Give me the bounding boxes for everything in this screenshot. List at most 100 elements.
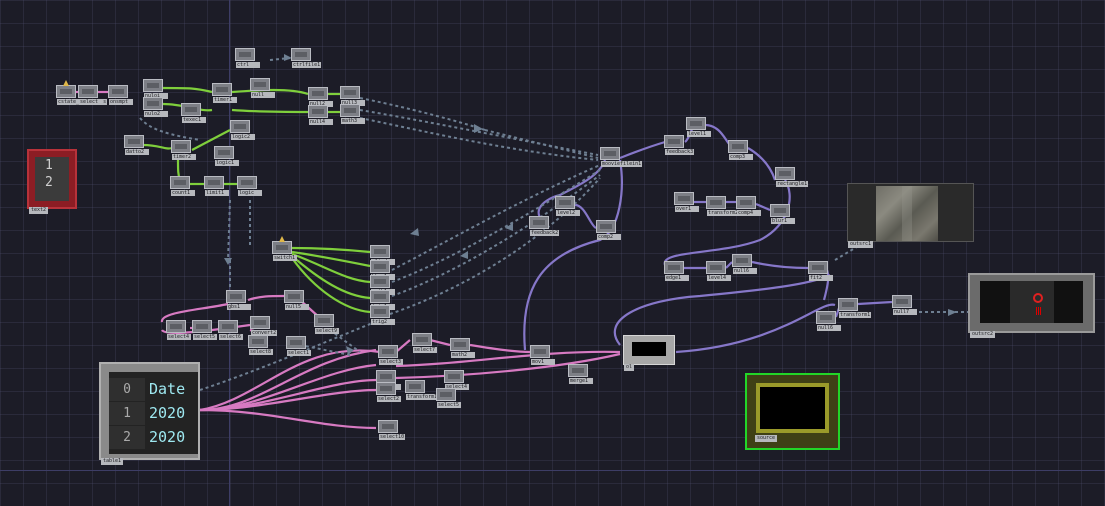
selected-source-node[interactable]: source bbox=[745, 373, 840, 450]
op-node[interactable]: null7 bbox=[892, 295, 917, 315]
op-label: blur1 bbox=[771, 218, 795, 224]
op-node[interactable]: null6 bbox=[732, 254, 757, 274]
op-node[interactable]: null3 bbox=[340, 86, 365, 106]
op-node[interactable]: level2 bbox=[555, 196, 580, 216]
op-node[interactable]: comp4 bbox=[736, 196, 761, 216]
op-node[interactable]: null bbox=[250, 78, 275, 98]
op-node[interactable]: clipd bbox=[370, 245, 395, 265]
op-node[interactable]: feedback3 bbox=[664, 135, 695, 155]
op-node[interactable]: count1 bbox=[170, 176, 195, 196]
op-node[interactable]: datto2 bbox=[124, 135, 149, 155]
op-node[interactable]: mov1 bbox=[530, 345, 555, 365]
op-node[interactable]: select8 bbox=[248, 335, 273, 355]
node-label: outsrc1 bbox=[848, 241, 874, 248]
op-node[interactable]: select3 bbox=[378, 345, 403, 365]
op-label: logic bbox=[238, 190, 262, 196]
node-label: source bbox=[755, 435, 778, 442]
op-node[interactable]: switch1 bbox=[272, 236, 297, 261]
op-node[interactable]: logic2 bbox=[230, 120, 255, 140]
op-label: feedback2 bbox=[530, 230, 560, 236]
op-node[interactable]: select4 bbox=[166, 320, 191, 340]
op-node[interactable]: comp3 bbox=[728, 140, 753, 160]
op-label: edge1 bbox=[665, 275, 689, 281]
op-node[interactable]: mooviefilein1 bbox=[600, 147, 643, 167]
op-node[interactable]: select6 bbox=[218, 320, 243, 340]
op-node[interactable]: null4 bbox=[308, 105, 333, 125]
op-node[interactable]: ctrl bbox=[235, 48, 260, 68]
op-node[interactable]: transform2 bbox=[706, 196, 740, 216]
op-node[interactable]: fit2 bbox=[808, 261, 833, 281]
op-node[interactable]: trig1 bbox=[370, 290, 395, 310]
op-label: timer1 bbox=[213, 97, 237, 103]
op-node[interactable]: level4 bbox=[706, 261, 731, 281]
op-node[interactable]: level1 bbox=[686, 117, 711, 137]
op-node[interactable]: ctrlfile1 bbox=[291, 48, 322, 68]
op-node[interactable]: blur1 bbox=[770, 204, 795, 224]
op-node[interactable]: select5 bbox=[436, 388, 461, 408]
op-node[interactable]: cstate_callbacks bbox=[56, 80, 108, 105]
op-node[interactable]: onsmpt bbox=[108, 85, 133, 105]
op-node[interactable]: trig2 bbox=[370, 305, 395, 325]
op-label: comp2 bbox=[597, 234, 621, 240]
op-node[interactable]: select10 bbox=[378, 420, 406, 440]
composite-node[interactable]: ol bbox=[623, 335, 675, 371]
op-label: select6 bbox=[219, 334, 243, 340]
table-dat-node[interactable]: 0 Date 1 2020 2 2020 table1 bbox=[99, 362, 200, 465]
op-node[interactable]: logic1 bbox=[214, 146, 239, 166]
op-node[interactable]: limit1 bbox=[204, 176, 229, 196]
op-node[interactable]: comp2 bbox=[596, 220, 621, 240]
op-node[interactable]: rectangle1 bbox=[775, 167, 809, 187]
op-node[interactable]: select1 bbox=[286, 336, 311, 356]
composite-preview bbox=[632, 342, 666, 356]
op-node[interactable]: texec1 bbox=[181, 103, 206, 123]
op-node[interactable]: select2 bbox=[376, 382, 401, 402]
op-node[interactable]: math3 bbox=[340, 104, 365, 124]
op-node[interactable]: nuloi bbox=[143, 79, 168, 99]
op-label: select10 bbox=[379, 434, 406, 440]
op-node[interactable]: merge1 bbox=[568, 364, 593, 384]
op-node[interactable]: null2 bbox=[308, 87, 333, 107]
op-node[interactable]: bkup1 bbox=[370, 260, 395, 280]
op-node[interactable]: null5 bbox=[284, 290, 309, 310]
warning-icon bbox=[279, 236, 285, 242]
source-preview bbox=[756, 383, 829, 433]
op-label: null5 bbox=[285, 304, 309, 310]
op-node[interactable]: select4 bbox=[444, 370, 469, 390]
op-node[interactable]: select5 bbox=[192, 320, 217, 340]
op-label: onsmpt bbox=[109, 99, 133, 105]
node-label: table1 bbox=[101, 458, 124, 465]
op-node[interactable]: over1 bbox=[674, 192, 699, 212]
op-node[interactable]: null6 bbox=[816, 311, 841, 331]
op-label: fit2 bbox=[809, 275, 833, 281]
op-node[interactable]: math2 bbox=[450, 338, 475, 358]
op-label: select7 bbox=[413, 347, 437, 353]
op-node[interactable]: convert2 bbox=[250, 316, 278, 336]
op-label: select bbox=[79, 99, 103, 105]
op-node[interactable]: select bbox=[78, 85, 103, 105]
cell-value: 2020 bbox=[149, 428, 186, 446]
top-wires bbox=[523, 123, 893, 354]
op-node[interactable]: transform1 bbox=[838, 298, 872, 318]
op-label: transform2 bbox=[707, 210, 740, 216]
table-viewer: 0 Date 1 2020 2 2020 bbox=[109, 372, 198, 454]
op-label: rectangle1 bbox=[776, 181, 809, 187]
op-label: select2 bbox=[377, 396, 401, 402]
op-node[interactable]: gbs1 bbox=[226, 290, 251, 310]
op-node[interactable]: select7 bbox=[412, 333, 437, 353]
op-label: select9 bbox=[315, 328, 339, 334]
text-top-node[interactable]: 1 2 text2 bbox=[27, 149, 77, 214]
op-node[interactable]: nulo2 bbox=[143, 97, 168, 117]
op-node[interactable]: transform1 bbox=[405, 380, 439, 400]
op-node[interactable]: feedback2 bbox=[529, 216, 560, 236]
output-node[interactable]: outsrc2 bbox=[968, 273, 1095, 338]
op-node[interactable]: timer1 bbox=[212, 83, 237, 103]
op-node[interactable]: logic bbox=[237, 176, 262, 196]
op-node[interactable]: timer2 bbox=[171, 140, 196, 160]
op-label: nulo2 bbox=[144, 111, 168, 117]
video-output-node[interactable]: outsrc1 bbox=[847, 183, 974, 248]
op-node[interactable]: select9 bbox=[314, 314, 339, 334]
op-node[interactable]: math1 bbox=[370, 275, 395, 295]
op-label: null6 bbox=[817, 325, 841, 331]
op-node[interactable]: edge1 bbox=[664, 261, 689, 281]
